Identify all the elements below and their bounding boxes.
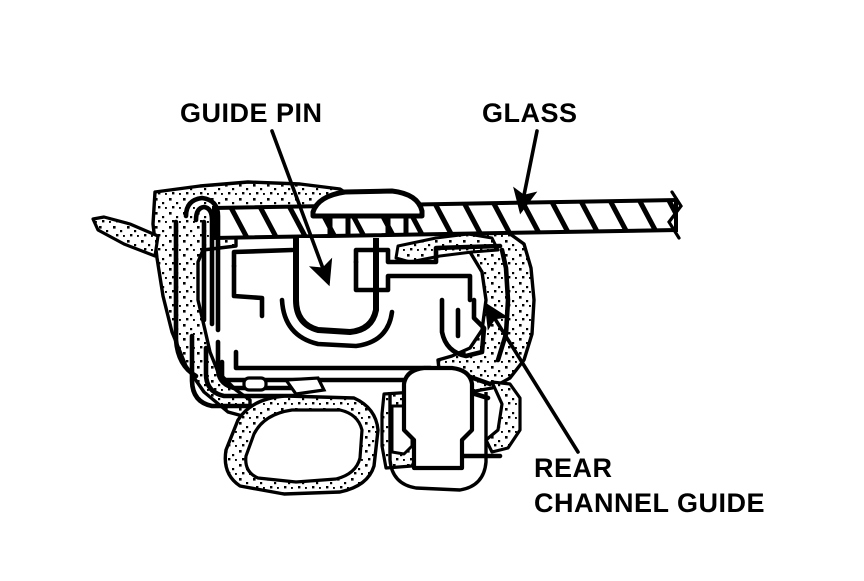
lower-right-rubber <box>484 380 522 454</box>
retainer-clip <box>401 365 475 471</box>
rear-channel-guide-hook <box>439 297 487 359</box>
sash-fold-3 <box>189 333 303 409</box>
label-channel-guide: CHANNEL GUIDE <box>534 488 765 518</box>
label-guide-pin: GUIDE PIN <box>180 98 323 128</box>
detail-nub-left <box>242 376 268 392</box>
sash-fold-2 <box>215 339 303 391</box>
channel-left-return <box>231 263 265 319</box>
hairpin-outer-left <box>173 219 199 379</box>
guide-pin-dome <box>310 188 425 219</box>
hairpin-outer <box>183 195 221 333</box>
lower-seal-bulb-cavity <box>244 408 364 484</box>
rear-channel-guide-leader-line <box>484 302 580 454</box>
label-rear: REAR <box>534 453 613 483</box>
label-glass: GLASS <box>482 98 578 128</box>
channel-upper-left-flange <box>231 247 295 269</box>
lower-assembly <box>223 365 522 496</box>
glass-leader-line <box>513 129 539 215</box>
callout-leaders <box>270 129 580 454</box>
glass-break-line <box>667 190 683 240</box>
detail-nubs <box>242 376 327 396</box>
sash-fold-1 <box>203 345 303 399</box>
detail-nub-mid <box>283 376 327 396</box>
glass-run-cradle <box>279 297 395 349</box>
glass-hatched-band <box>212 197 678 241</box>
weatherstrip-left-fin <box>91 215 160 258</box>
channel-step-top <box>353 243 503 265</box>
retainer-box-outer <box>388 392 488 492</box>
guide-outer-wall <box>495 247 511 363</box>
channel-step-lower <box>353 259 473 303</box>
guide-pin-leader-line <box>270 129 333 287</box>
hairpin-inner <box>193 204 215 327</box>
